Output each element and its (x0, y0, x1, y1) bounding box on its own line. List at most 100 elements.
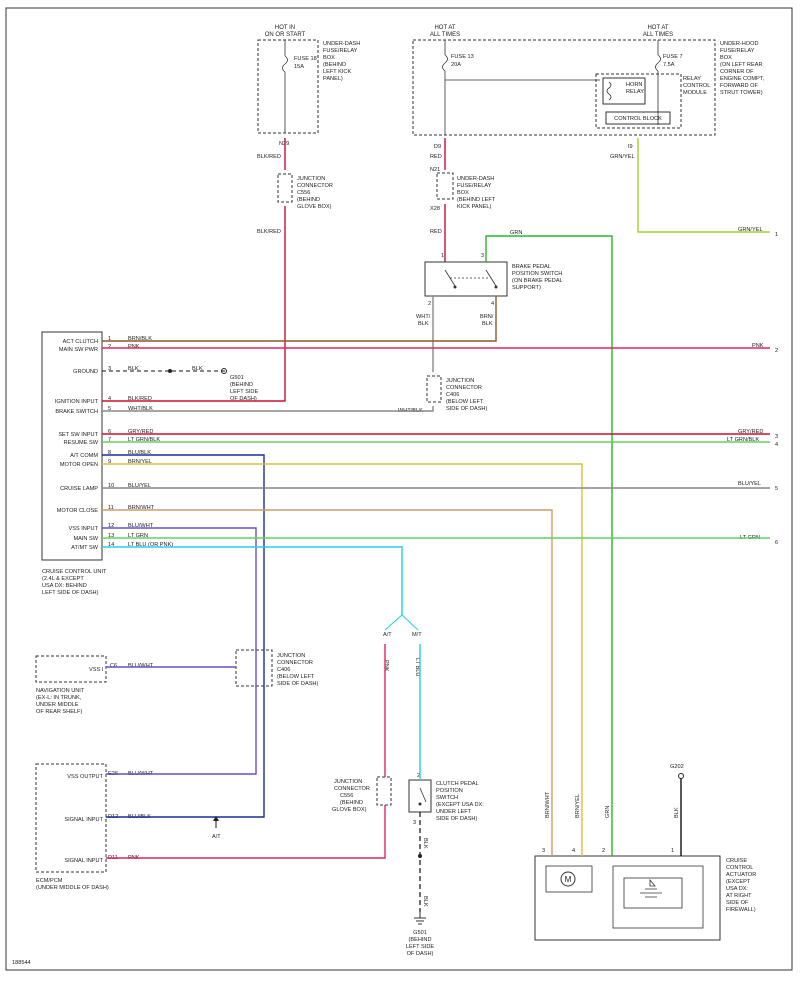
ccu-label-8: A/T COMM (70, 453, 98, 459)
ccu-wire-label-9: BRN/YEL (128, 459, 152, 465)
nav-pin-c6: C6 (110, 663, 117, 669)
ccu-pin-7: 7 (108, 437, 111, 443)
underdash-fuse-box-outline (257, 39, 319, 134)
brake-switch-outline (424, 261, 508, 297)
g501-top-title-2: (BEHIND (230, 382, 253, 388)
wire-grn-actuator (485, 235, 613, 856)
clutch-title-5: UNDER LEFT (436, 809, 472, 815)
right-edge-wire-5: BLU/YEL (738, 481, 761, 487)
ccu-pin-14: 14 (108, 542, 114, 548)
right-edge-wire-4: LT GRN/BLK (727, 437, 759, 443)
right-edge-wire-3: GRY/RED (738, 429, 763, 435)
wire-ltblu-atmt (102, 546, 403, 615)
junction-c406-top-title-4: (BELOW LEFT (446, 399, 484, 405)
clutch-pin-3: 3 (413, 820, 416, 826)
ground-g501-symbol (221, 368, 227, 374)
ccu-wire-label-3: BLK (128, 366, 139, 372)
g501-top-title-4: OF DASH) (230, 396, 257, 402)
clutch-wire-blk-2: BLK (422, 896, 428, 907)
fuse13-amp-label: 20A (451, 62, 461, 68)
actuator-wire-label-3: GRN (605, 806, 611, 818)
ccu-wire-label-10: BLU/YEL (128, 483, 151, 489)
ccu-wire-label-5: WHT/BLK (128, 406, 153, 412)
underhood-title-3: BOX (720, 55, 732, 61)
junction-c406-top-title-2: CONNECTOR (446, 385, 482, 391)
wire-ltblu-at-branch (384, 614, 403, 631)
ccu-label-1: ACT CLUTCH (63, 339, 98, 345)
clutch-ground-dot (418, 854, 422, 858)
hot-at-label-2: HOT AT (647, 25, 668, 31)
ccu-label-12: VSS INPUT (68, 526, 98, 532)
clutch-title-3: SWITCH (436, 795, 458, 801)
junction-c556-top-outline (277, 173, 293, 203)
underhood-title-1: UNDER-HOOD (720, 41, 759, 47)
actuator-motor-symbol (560, 871, 576, 887)
actuator-solenoid-box (623, 877, 683, 909)
ccu-label-14: AT/MT SW (71, 545, 99, 551)
actuator-title-1: CRUISE (726, 858, 747, 864)
ccu-label-10: CRUISE LAMP (60, 486, 98, 492)
nav-title-3: UNDER MIDDLE (36, 702, 79, 708)
ccu-wire-label-4: BLK/RED (128, 396, 152, 402)
clutch-title-2: POSITION (436, 788, 463, 794)
wire-ltblu-vertical-label: LT BLU (414, 658, 420, 676)
pin-n21-label: N21 (430, 167, 440, 173)
ccu-wire-label-8: BLU/BLK (128, 450, 151, 456)
actuator-outline (534, 855, 721, 941)
clutch-wire-blk-1: BLK (422, 838, 428, 849)
ccu-pin-12: 12 (108, 523, 114, 529)
junction-connector-c556-top: JUNCTION CONNECTOR C556 (BEHIND GLOVE BO… (257, 173, 333, 235)
junction-c406-top-title-3: C406 (446, 392, 459, 398)
ecm-label-3: SIGNAL INPUT (64, 858, 103, 864)
underdash-box-title-5: LEFT KICK (323, 69, 351, 75)
ccu-label-11: MOTOR CLOSE (57, 508, 99, 514)
underhood-box-outline (412, 39, 716, 136)
brake-pin-2: 2 (428, 301, 431, 307)
pin-x28-label: X28 (430, 206, 440, 212)
motor-label: M (565, 875, 572, 884)
actuator-wire-label-4: BLK (674, 807, 680, 818)
ground-splice-dot (168, 369, 172, 373)
brake-switch-title-1: BRAKE PEDAL (512, 264, 551, 270)
ccu-wire-label-12: BLU/WHT (128, 523, 154, 529)
junction-c556-bottom-title-3: C556 (340, 793, 353, 799)
brake-switch-title-2: POSITION SWITCH (512, 271, 562, 277)
junction-c556-top-title-5: GLOVE BOX) (297, 204, 332, 210)
ccu-pin-9: 9 (108, 459, 111, 465)
brake-switch-title-3: (ON BRAKE PEDAL (512, 278, 563, 284)
pin-i9-label: I9 (628, 144, 633, 150)
ccu-title-3: USA DX: BEHIND (42, 583, 87, 589)
clutch-pin-2: 2 (417, 773, 420, 779)
right-edge-num-4: 4 (775, 442, 778, 448)
ccu-outline (41, 331, 103, 561)
mt-label: M/T (412, 632, 422, 638)
nav-title-4: OF REAR SHELF) (36, 709, 82, 715)
ecm-title-2: (UNDER MIDDLE OF DASH) (36, 885, 109, 891)
right-edge-wire-2: PNK (752, 343, 764, 349)
horn-label: HORN (626, 82, 642, 88)
actuator-wire-label-1: BRN/WHT (545, 791, 551, 818)
ecm-outline (35, 763, 107, 873)
wire-red-label-2: RED (430, 229, 442, 235)
ccu-pin-13: 13 (108, 533, 114, 539)
wire-bluwht-vss (102, 527, 257, 775)
underhood-title-8: STRUT TOWER) (720, 90, 763, 96)
nav-wire-label: BLU/WHT (128, 663, 154, 669)
junction-c556-bottom-title-4: (BEHIND (340, 800, 363, 806)
g501-bottom-title-3: LEFT SIDE (406, 944, 434, 950)
wire-brnwht-motorclose (102, 509, 553, 856)
clutch-title-4: (EXCEPT USA DX: (436, 802, 484, 808)
right-edge-num-2: 2 (775, 348, 778, 354)
on-start-label: ON OR START (265, 32, 306, 38)
wire-brnblk-label-b: BLK (482, 321, 493, 327)
junction-c406-bottom-outline (235, 649, 273, 687)
junction-c406-bottom-title-1: JUNCTION (277, 653, 305, 659)
ecm-at-note: A/T (212, 834, 221, 840)
underhood-title-7: FORWARD OF (720, 83, 758, 89)
cruise-control-actuator: M CRUISE CONTROL ACTUATOR (EXCEPT USA DX… (534, 764, 756, 941)
ccu-pin-3: 3 (108, 366, 111, 372)
brake-switch-title-4: SUPPORT) (512, 285, 541, 291)
relay-label: RELAY (626, 89, 644, 95)
